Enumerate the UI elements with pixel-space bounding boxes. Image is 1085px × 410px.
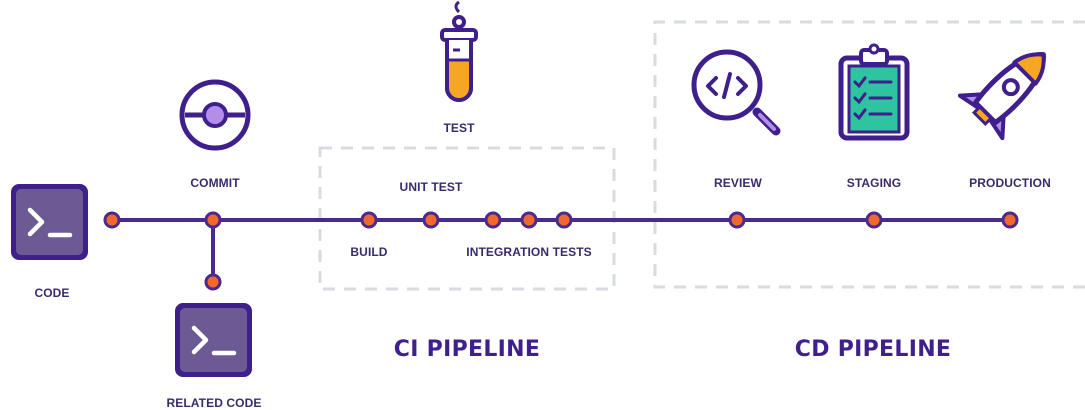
node-related-code (204, 273, 222, 291)
pipeline-nodes (103, 211, 1019, 291)
label-build: BUILD (350, 245, 388, 259)
label-review: REVIEW (714, 176, 762, 190)
label-production: PRODUCTION (969, 176, 1051, 190)
node-review (728, 211, 746, 229)
label-test: TEST (443, 121, 475, 135)
label-related-code: RELATED CODE (166, 396, 262, 410)
terminal-icon (11, 184, 88, 260)
label-unit-test: UNIT TEST (399, 180, 463, 194)
label-code: CODE (34, 286, 70, 300)
cd-pipeline-box (653, 20, 1085, 289)
clipboard-checklist-icon (838, 43, 910, 141)
cd-pipeline-title: CD PIPELINE (794, 337, 952, 362)
node-staging (865, 211, 883, 229)
code-review-magnifier-icon (691, 49, 781, 136)
git-commit-icon (179, 79, 251, 151)
rocket-icon (957, 52, 1046, 141)
node-integration-2 (520, 211, 538, 229)
test-tube-icon (440, 0, 478, 102)
ci-pipeline-title: CI PIPELINE (393, 337, 541, 362)
label-staging: STAGING (846, 176, 902, 190)
node-commit (204, 211, 222, 229)
node-production (1001, 211, 1019, 229)
node-unit-test (422, 211, 440, 229)
label-integration-tests: INTEGRATION TESTS (466, 245, 592, 259)
node-code (103, 211, 121, 229)
node-integration-1 (484, 211, 502, 229)
terminal-icon (175, 303, 252, 377)
label-commit: COMMIT (190, 176, 240, 190)
node-integration-3 (555, 211, 573, 229)
node-build (360, 211, 378, 229)
